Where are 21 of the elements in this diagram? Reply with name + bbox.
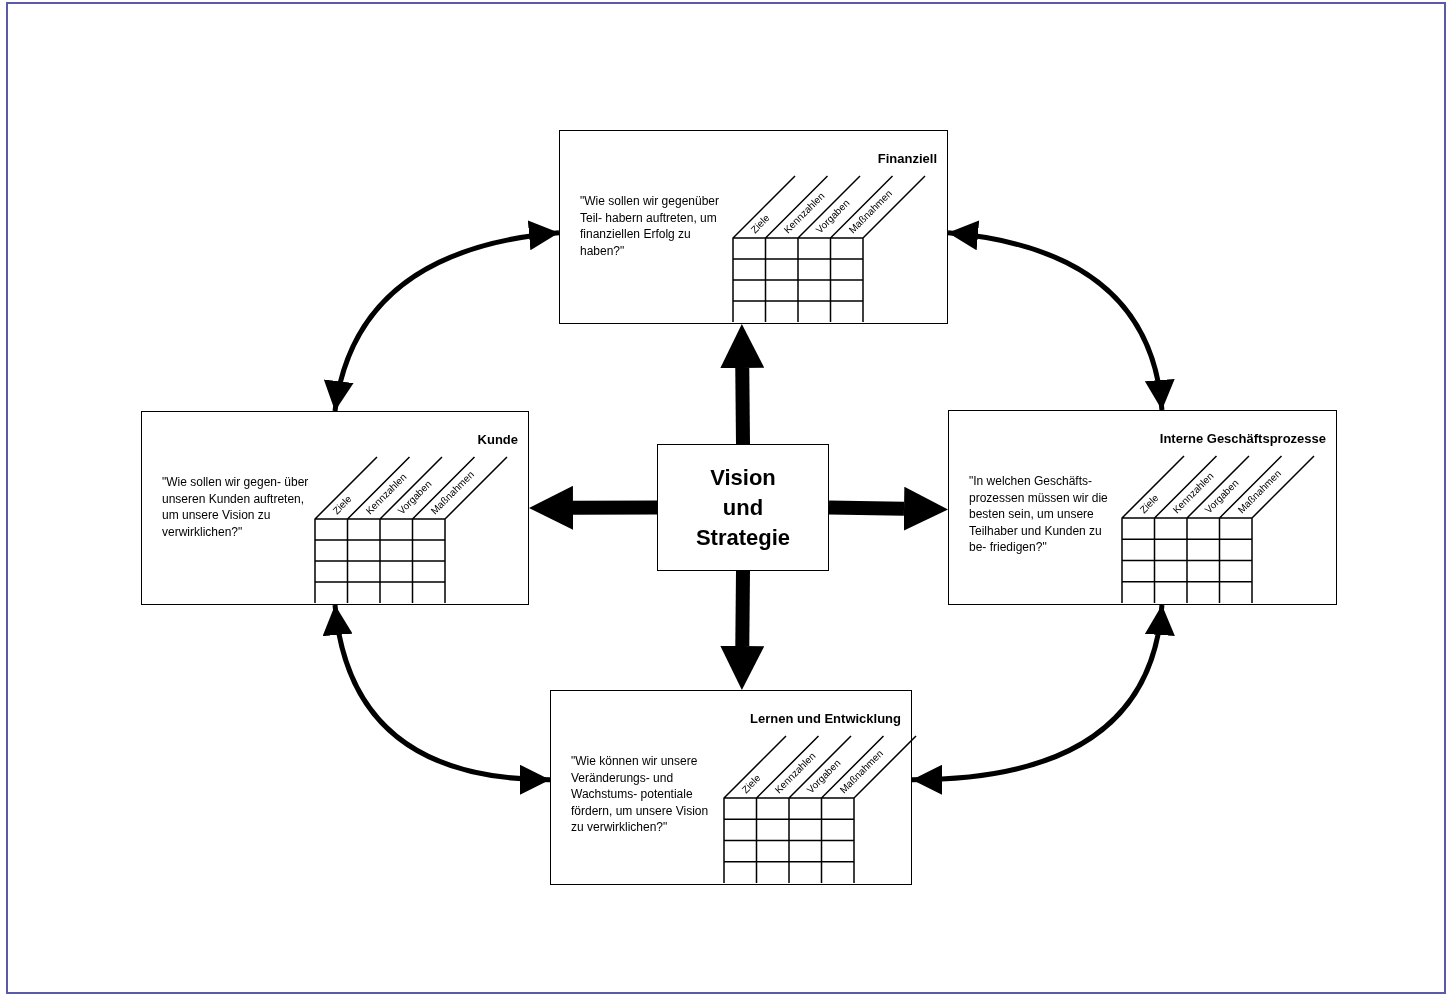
curved-double-arrow: [947, 221, 1173, 411]
perspective-title: Lernen und Entwicklung: [750, 711, 901, 726]
block-arrow: [720, 570, 765, 690]
center-box: [657, 444, 829, 571]
perspective-card: [948, 410, 1337, 605]
guiding-question: "Wie können wir unsere Veränderungs- und Wachstums- potentiale fördern, um unsere Vision zu verwirklichen?": [571, 753, 710, 836]
perspective-title: Finanziell: [877, 151, 937, 166]
curved-double-arrow: [324, 604, 551, 794]
guiding-question: "Wie sollen wir gegenüber Teil- habern auftreten, um finanziellen Erfolg zu haben?": [580, 193, 720, 259]
block-arrow: [720, 324, 765, 445]
guiding-question: "Wie sollen wir gegen- über unseren Kunden auftreten, um unsere Vision zu verwirklichen?": [162, 474, 310, 540]
perspective-card: [141, 411, 529, 605]
perspective-card: [559, 130, 948, 324]
block-arrow: [828, 486, 948, 531]
center-title: Vision und Strategie: [694, 463, 792, 552]
curved-double-arrow: [325, 221, 560, 412]
block-arrow: [529, 485, 658, 530]
perspective-title: Kunde: [477, 432, 518, 447]
curved-double-arrow: [911, 604, 1174, 794]
perspective-title: Interne Geschäftsprozesse: [1159, 431, 1326, 446]
guiding-question: "In welchen Geschäfts- prozessen müssen wir die besten sein, um unsere Teilhaber und Kunden zu be- friedigen?": [969, 473, 1109, 556]
